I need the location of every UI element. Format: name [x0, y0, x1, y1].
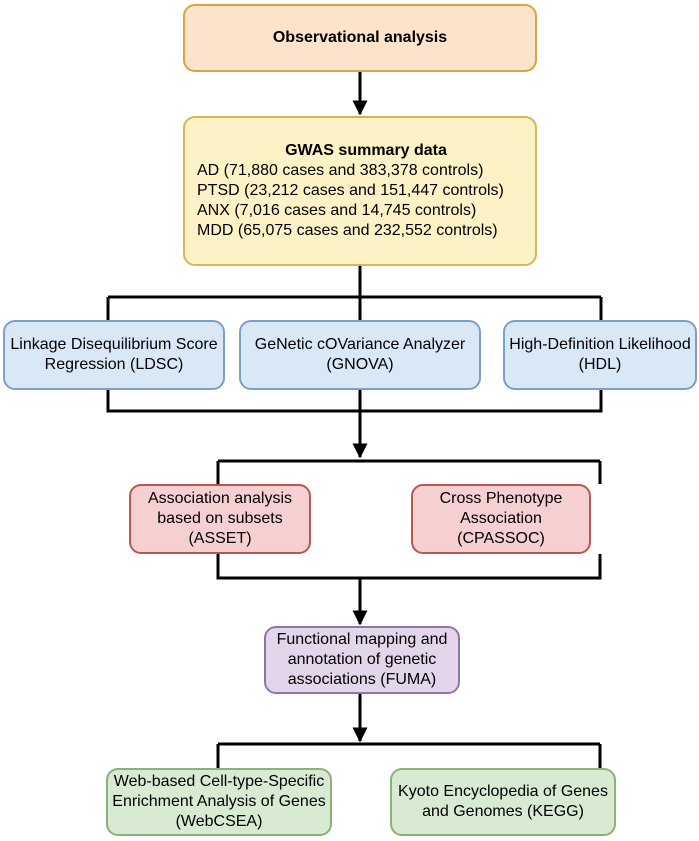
cpassoc-line-3: (CPASSOC) — [457, 530, 545, 547]
gwas-title: GWAS summary data — [285, 142, 447, 159]
fuma-box: Functional mapping and annotation of gen… — [264, 626, 460, 694]
webcsea-line-2: Enrichment Analysis of Genes — [112, 793, 326, 810]
merge-methods — [106, 390, 603, 413]
ldsc-line-2: Regression (LDSC) — [44, 356, 184, 373]
gnova-box: GeNetic cOVariance Analyzer (GNOVA) — [239, 320, 481, 390]
observational-analysis-box: Observational analysis — [183, 4, 537, 72]
fork-enrichment — [216, 742, 602, 768]
fork-assoc — [216, 459, 602, 484]
gwas-line-ad: AD (71,880 cases and 383,378 controls) — [197, 162, 484, 179]
observational-analysis-title: Observational analysis — [272, 29, 448, 46]
asset-line-3: (ASSET) — [188, 530, 252, 547]
asset-line-1: Association analysis — [147, 490, 293, 507]
kegg-line-1: Kyoto Encyclopedia of Genes — [398, 783, 608, 800]
webcsea-box: Web-based Cell-type-Specific Enrichment … — [106, 768, 332, 836]
fuma-line-1: Functional mapping and — [276, 631, 448, 648]
hdl-box: High-Definition Likelihood (HDL) — [503, 320, 697, 390]
merge-assoc — [216, 554, 602, 580]
fuma-line-3: associations (FUMA) — [287, 671, 437, 688]
asset-line-2: based on subsets — [157, 510, 283, 527]
webcsea-line-1: Web-based Cell-type-Specific — [113, 773, 325, 790]
kegg-line-2: and Genomes (KEGG) — [422, 803, 584, 820]
fork-gwas-to-methods — [106, 266, 603, 320]
gnova-line-1: GeNetic cOVariance Analyzer — [254, 336, 466, 353]
cpassoc-line-2: Association — [460, 510, 542, 527]
cpassoc-box: Cross Phenotype Association (CPASSOC) — [411, 484, 591, 554]
hdl-line-2: (HDL) — [578, 356, 622, 373]
gnova-line-2: (GNOVA) — [326, 356, 394, 373]
gwas-line-mdd: MDD (65,075 cases and 232,552 controls) — [197, 222, 498, 239]
gwas-line-anx: ANX (7,016 cases and 14,745 controls) — [197, 202, 477, 219]
hdl-line-1: High-Definition Likelihood — [509, 336, 691, 353]
ldsc-line-1: Linkage Disequilibrium Score — [10, 336, 218, 353]
kegg-box: Kyoto Encyclopedia of Genes and Genomes … — [390, 768, 616, 836]
webcsea-line-3: (WebCSEA) — [175, 813, 263, 830]
asset-box: Association analysis based on subsets (A… — [129, 484, 311, 554]
fuma-line-2: annotation of genetic — [287, 651, 437, 668]
gwas-line-ptsd: PTSD (23,212 cases and 151,447 controls) — [197, 182, 504, 199]
cpassoc-line-1: Cross Phenotype — [439, 490, 563, 507]
gwas-summary-box: GWAS summary data AD (71,880 cases and 3… — [183, 116, 537, 266]
ldsc-box: Linkage Disequilibrium Score Regression … — [3, 320, 225, 390]
